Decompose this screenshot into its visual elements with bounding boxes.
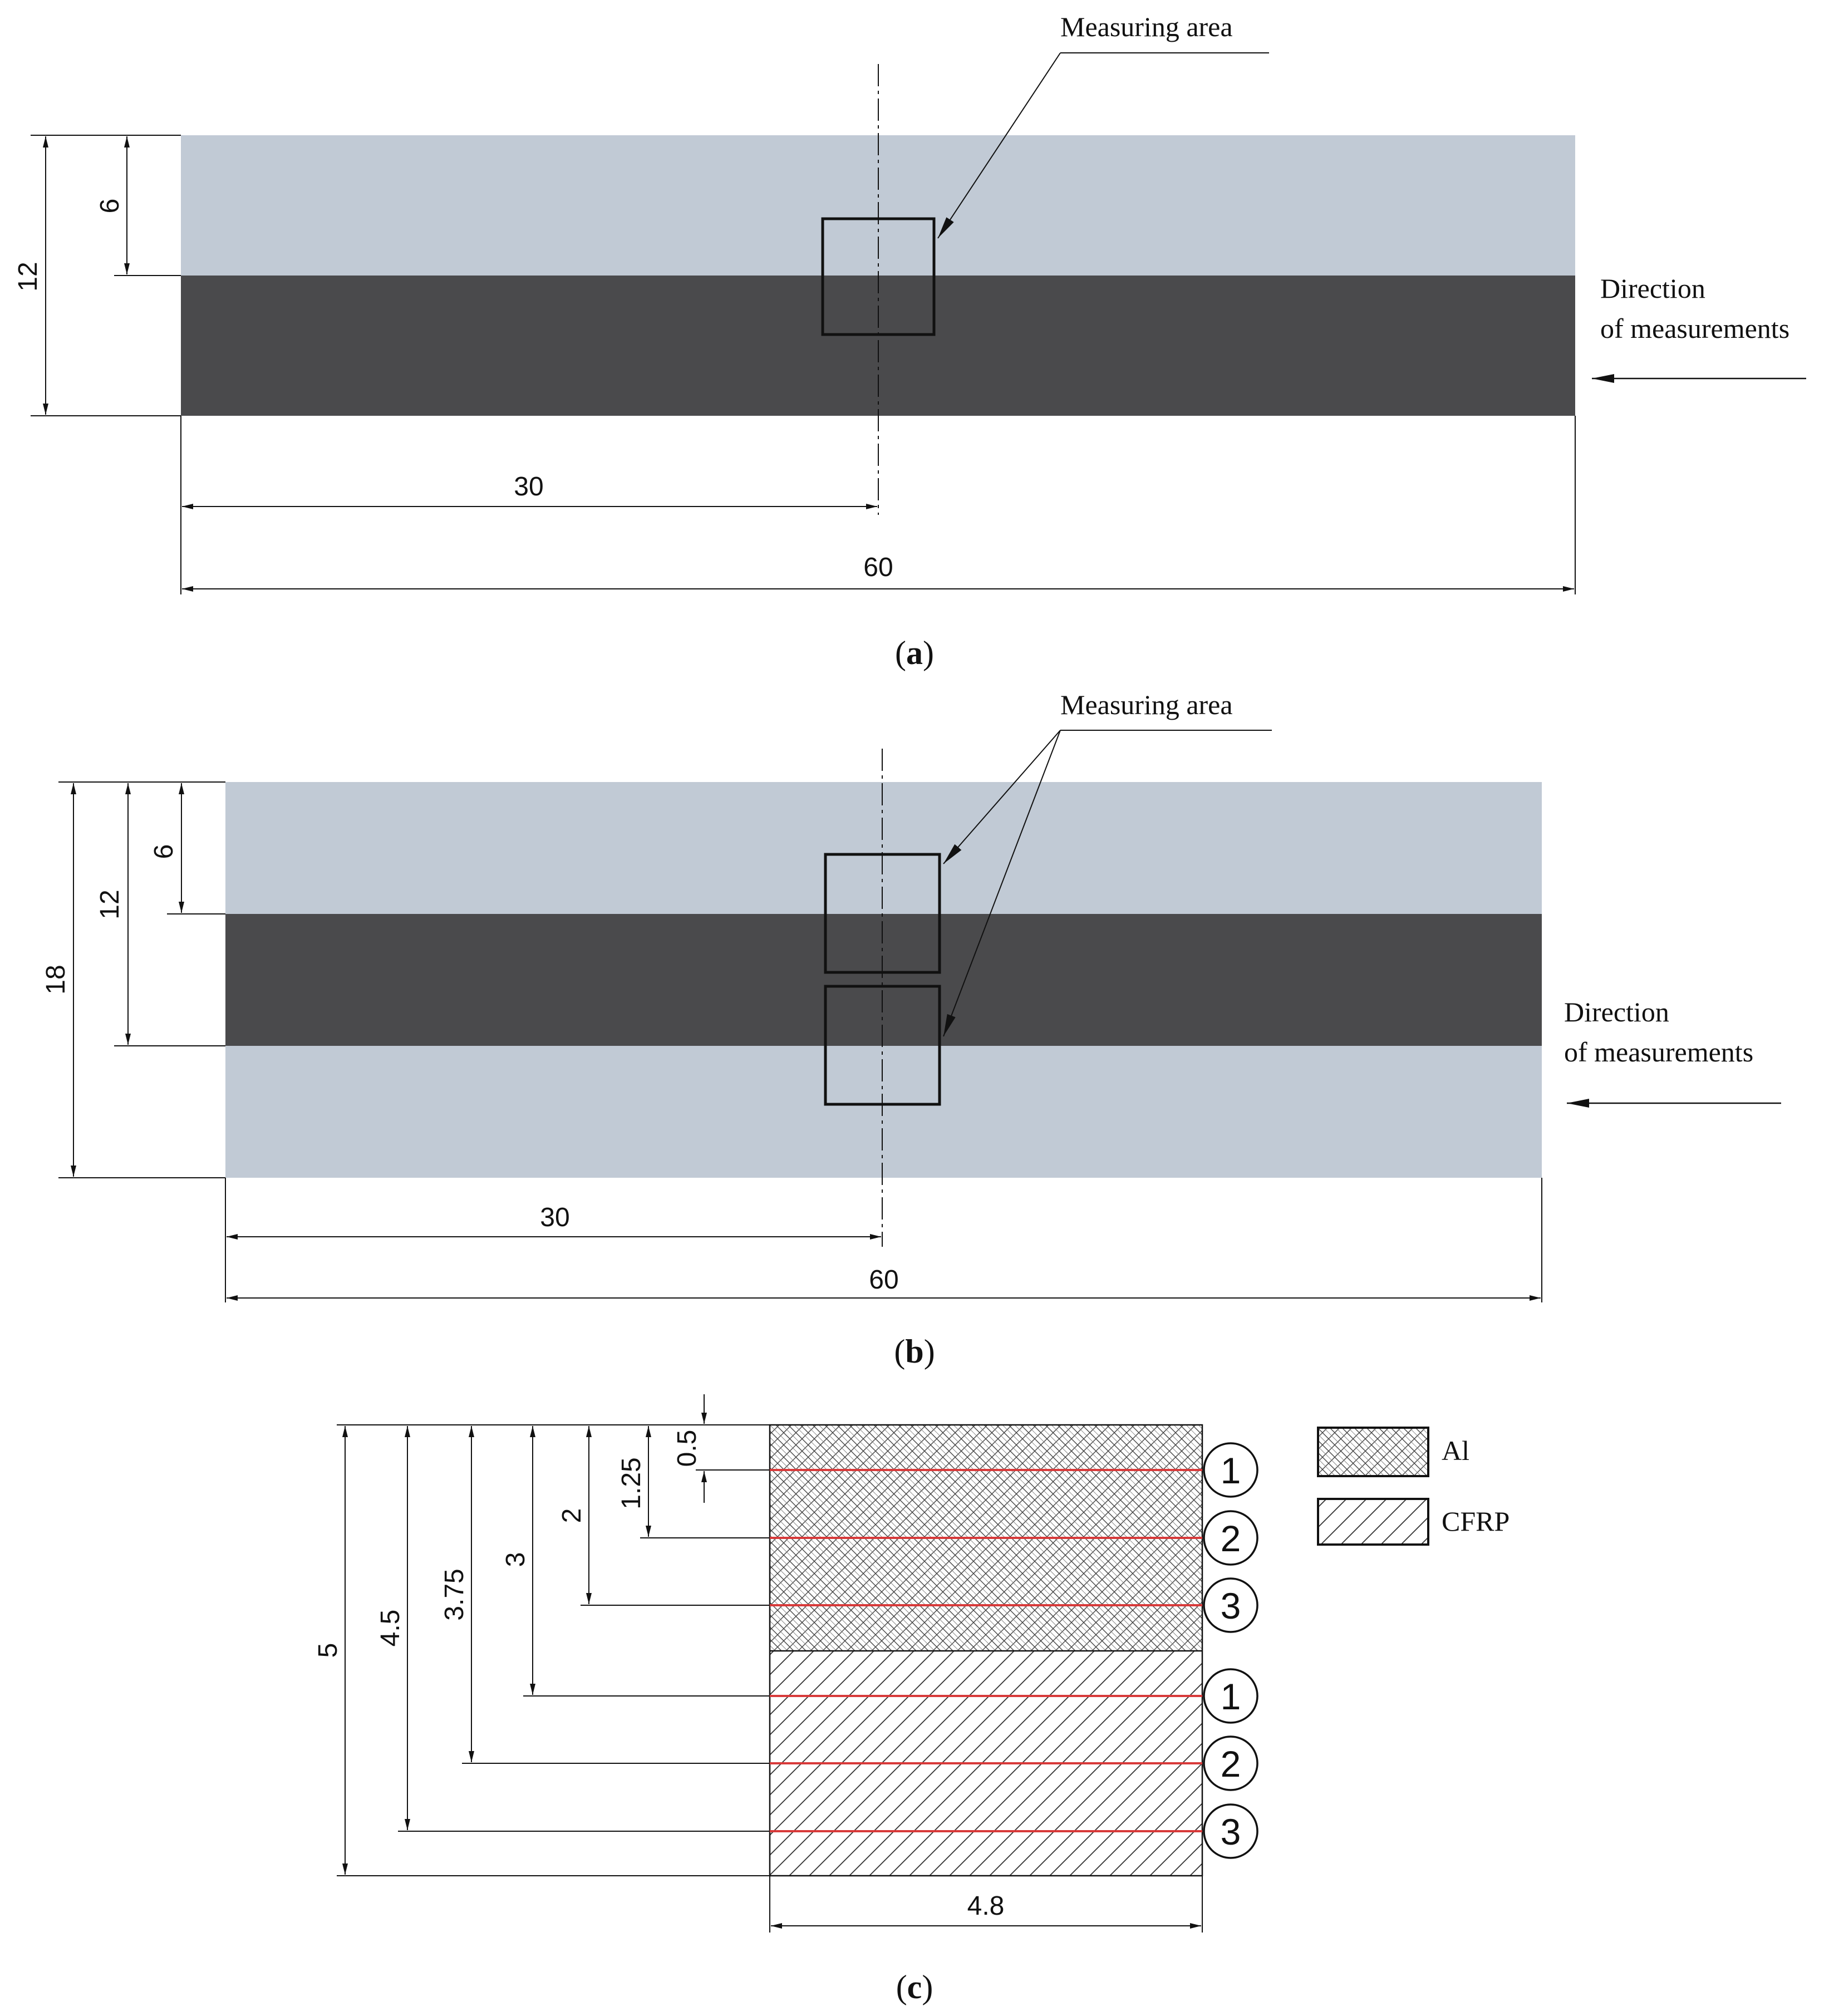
- panel-b-direction-line2: of measurements: [1564, 1036, 1753, 1068]
- panel-c-marker-al-2: 2: [1203, 1510, 1258, 1566]
- panel-a: Measuring area Direction of measurements…: [13, 11, 1806, 671]
- panel-a-caption: (a): [895, 635, 934, 671]
- panel-b-aluminium-layer-top: [225, 782, 1542, 914]
- panel-a-direction-line1: Direction: [1600, 273, 1705, 304]
- panel-c-marker-cfrp-2-label: 2: [1221, 1743, 1241, 1784]
- panel-c-marker-al-1-label: 1: [1221, 1450, 1241, 1491]
- panel-c-measurement-lines: [770, 1469, 1202, 1832]
- legend-swatch-cfrp: [1317, 1498, 1429, 1546]
- legend-label-cfrp: CFRP: [1442, 1506, 1510, 1537]
- panel-c-marker-cfrp-3: 3: [1203, 1803, 1258, 1859]
- panel-b-measuring-area-box-upper: [824, 853, 941, 974]
- panel-b-dim-half: 30: [540, 1203, 569, 1232]
- panel-c-marker-cfrp-3-label: 3: [1221, 1811, 1241, 1852]
- panel-c-marker-cfrp-1-label: 1: [1221, 1676, 1241, 1717]
- legend-swatch-al: [1317, 1427, 1429, 1477]
- panel-c-dim-3.75: 3.75: [440, 1568, 469, 1620]
- panel-b-dim-middle: 12: [95, 889, 125, 919]
- panel-c-dim-width: 4.8: [967, 1891, 1005, 1921]
- panel-b-dim-length: 60: [869, 1265, 898, 1295]
- panel-c-dim-2: 2: [557, 1508, 587, 1523]
- panel-c-dim-1.25: 1.25: [617, 1457, 646, 1509]
- panel-c-marker-al-1: 1: [1203, 1442, 1258, 1498]
- panel-c-legend: Al CFRP: [1317, 1427, 1510, 1546]
- panel-c-caption: (c): [896, 1969, 933, 2005]
- panel-a-leader-arrow: [937, 52, 1061, 239]
- panel-c-marker-cfrp-1: 1: [1203, 1668, 1258, 1724]
- panel-c-dim-3: 3: [501, 1552, 530, 1567]
- panel-b-dim-total: 18: [41, 965, 71, 994]
- panel-b-leader-arrow-upper: [943, 730, 1061, 864]
- panel-a-dim-half: 30: [514, 472, 543, 501]
- panel-c-marker-al-2-label: 2: [1221, 1518, 1241, 1559]
- panel-b-measuring-area-label: Measuring area: [1060, 689, 1233, 720]
- panel-c-dim-5: 5: [313, 1643, 343, 1658]
- panel-a-measuring-area-box: [821, 217, 936, 336]
- panel-a-dim-total: 12: [13, 262, 43, 291]
- panel-b-leader-arrow-lower: [943, 730, 1061, 1037]
- panel-c-dim-4.5: 4.5: [376, 1610, 405, 1647]
- panel-a-measuring-area-label: Measuring area: [1060, 11, 1233, 42]
- panel-b-cfrp-layer: [225, 914, 1542, 1046]
- panel-a-dim-length: 60: [863, 553, 893, 582]
- panel-a-dim-top: 6: [95, 199, 125, 214]
- panel-c-marker-al-3-label: 3: [1221, 1585, 1241, 1626]
- panel-b-caption: (b): [894, 1333, 935, 1370]
- panel-c-marker-cfrp-2: 2: [1203, 1735, 1258, 1791]
- legend-label-al: Al: [1442, 1435, 1469, 1466]
- panel-c-marker-al-3: 3: [1203, 1577, 1258, 1633]
- panel-b-direction-line1: Direction: [1564, 996, 1669, 1027]
- panel-a-direction-line2: of measurements: [1600, 313, 1789, 344]
- panel-c: 5 4.5 3.75 3 2 1.25 0.5 4.8 1 2 3: [313, 1394, 1510, 2005]
- panel-c-dim-0.5: 0.5: [672, 1430, 702, 1467]
- panel-b: Measuring area Direction of measurements…: [41, 689, 1781, 1370]
- panel-b-measuring-area-box-lower: [824, 985, 941, 1106]
- panel-b-aluminium-layer-bottom: [225, 1046, 1542, 1178]
- panel-b-dim-top: 6: [149, 844, 179, 859]
